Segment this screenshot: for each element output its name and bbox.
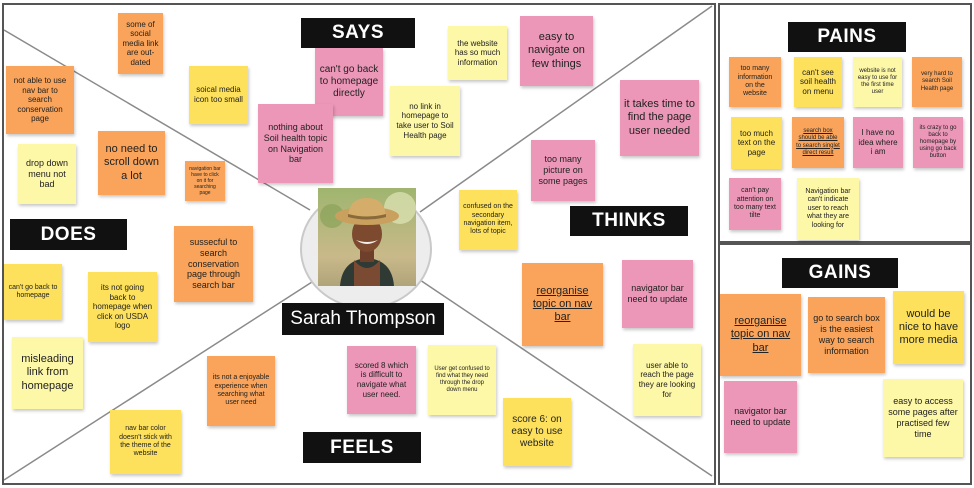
sticky-note-text: can't pay attention on too many text til… <box>733 187 777 220</box>
sticky-note-text: Navigation bar can't indicate user to re… <box>805 188 851 229</box>
sticky-note-reorganise-topic-thinks[interactable]: reorganise topic on nav bar <box>522 263 603 346</box>
sticky-note-gain-more-media[interactable]: would be nice to have more media <box>893 291 964 364</box>
sticky-note-takes-time-find[interactable]: it takes time to find the page user need… <box>620 80 699 156</box>
sticky-note-text: sussecful to search conservation page th… <box>186 237 241 291</box>
sticky-note-text: search box should be able to search sing… <box>796 128 840 156</box>
sticky-note-nothing-soil-health[interactable]: nothing about Soil health topic on Navig… <box>258 104 333 183</box>
sticky-note-pain-crazy-go-back[interactable]: its crazy to go back to homepage by usin… <box>913 117 963 168</box>
sticky-note-score-6[interactable]: score 6: on easy to use website <box>503 398 571 466</box>
sticky-note-confused-drop-down[interactable]: User get confused to find what they need… <box>428 345 496 415</box>
sticky-note-text: I have no idea where i am <box>858 128 898 157</box>
sticky-note-text: no link in homepage to take user to Soil… <box>396 101 454 140</box>
sticky-note-pain-hard-search-soil[interactable]: very hard to search Soil Health page <box>912 57 962 107</box>
sticky-note-website-much-info[interactable]: the website has so much information <box>448 26 507 80</box>
sticky-note-text: misleading link from homepage <box>21 353 74 392</box>
sticky-note-not-enjoyable[interactable]: its not a enjoyable experience when sear… <box>207 356 275 426</box>
sticky-note-pain-not-easy-first-time[interactable]: website is not easy to use for the first… <box>853 57 902 107</box>
sticky-note-confused-secondary-nav[interactable]: confused on the secondary navigation ite… <box>459 190 517 250</box>
sticky-note-pain-nav-bar-cant-indicate[interactable]: Navigation bar can't indicate user to re… <box>797 178 859 240</box>
sticky-note-text: its not going back to homepage when clic… <box>92 283 153 331</box>
sticky-note-text: easy to access some pages after practise… <box>888 396 958 439</box>
sticky-note-text: the website has so much information <box>454 38 501 67</box>
sticky-note-text: too many picture on some pages <box>538 154 588 186</box>
sticky-note-pain-search-box-singlet[interactable]: search box should be able to search sing… <box>792 117 844 168</box>
sticky-note-social-icon-small[interactable]: soical media icon too small <box>189 66 248 124</box>
sticky-note-pain-too-much-info[interactable]: too many information on the website <box>729 57 781 107</box>
sticky-note-no-link-homepage[interactable]: no link in homepage to take user to Soil… <box>390 86 460 156</box>
sticky-note-text: its not a enjoyable experience when sear… <box>212 374 270 407</box>
section-label-gains: GAINS <box>782 258 898 288</box>
sticky-note-nav-bar-color[interactable]: nav bar color doesn't stick with the the… <box>110 410 181 474</box>
sticky-note-text: User get confused to find what they need… <box>434 365 490 394</box>
sticky-note-pain-no-idea[interactable]: I have no idea where i am <box>853 117 903 168</box>
sticky-note-text: go to search box is the easiest way to s… <box>813 313 880 356</box>
sticky-note-text: would be nice to have more media <box>898 307 959 347</box>
persona-photo <box>318 188 416 286</box>
sticky-note-text: no need to scroll down a lot <box>103 143 160 182</box>
sticky-note-gain-navigator-update[interactable]: navigator bar need to update <box>724 381 797 453</box>
sticky-note-no-need-scroll[interactable]: no need to scroll down a lot <box>98 131 165 195</box>
sticky-note-text: nothing about Soil health topic on Navig… <box>263 121 328 165</box>
sticky-note-text: confused on the secondary navigation ite… <box>463 203 513 236</box>
sticky-note-text: reorganise topic on nav bar <box>532 284 593 324</box>
sticky-note-social-media-outdated[interactable]: some of social media link are out-dated <box>118 13 163 74</box>
sticky-note-user-able-reach[interactable]: user able to reach the page they are loo… <box>633 344 701 416</box>
sticky-note-misleading-link[interactable]: misleading link from homepage <box>12 337 83 409</box>
sticky-note-easy-navigate-few[interactable]: easy to navigate on few things <box>520 16 593 86</box>
sticky-note-text: too much text on the page <box>737 128 776 157</box>
sticky-note-too-many-picture[interactable]: too many picture on some pages <box>531 140 595 201</box>
sticky-note-pain-cant-see-soil[interactable]: can't see soil health on menu <box>794 57 842 107</box>
sticky-note-text: some of social media link are out-dated <box>122 19 159 67</box>
sticky-note-text: easy to navigate on few things <box>528 31 585 70</box>
sticky-note-drop-down-not-bad[interactable]: drop down menu not bad <box>18 144 76 204</box>
sticky-note-pain-too-much-text[interactable]: too much text on the page <box>731 117 782 169</box>
divider-line-bottom-right <box>419 279 713 477</box>
sticky-note-gain-search-box-easiest[interactable]: go to search box is the easiest way to s… <box>808 297 885 373</box>
gains-frame <box>718 243 972 485</box>
sticky-note-text: score 6: on easy to use website <box>511 414 563 449</box>
sticky-note-successful-search-bar[interactable]: sussecful to search conservation page th… <box>174 226 253 302</box>
sticky-note-pain-cant-pay-attention[interactable]: can't pay attention on too many text til… <box>729 178 781 230</box>
sticky-note-text: website is not easy to use for the first… <box>857 67 898 96</box>
section-label-says: SAYS <box>301 18 415 48</box>
sticky-note-text: too many information on the website <box>737 65 773 98</box>
sticky-note-text: nav bar color doesn't stick with the the… <box>119 425 172 458</box>
persona-name-label: Sarah Thompson <box>282 303 444 335</box>
sticky-note-text: scored 8 which is difficult to navigate … <box>354 360 409 399</box>
sticky-note-text: very hard to search Soil Health page <box>920 71 954 92</box>
sticky-note-text: navigator bar need to update <box>627 283 688 304</box>
sticky-note-scored-8[interactable]: scored 8 which is difficult to navigate … <box>347 346 416 414</box>
sticky-note-gain-easy-access-practised[interactable]: easy to access some pages after practise… <box>883 379 963 457</box>
divider-line-bottom-left <box>3 281 313 481</box>
pains-frame <box>718 3 972 243</box>
sticky-note-gain-reorganise-topic[interactable]: reorganise topic on nav bar <box>720 294 801 376</box>
sticky-note-cant-go-back[interactable]: can't go back to homepage <box>4 264 62 320</box>
sticky-note-text: not able to use nav bar to search conser… <box>13 76 67 124</box>
sticky-note-not-going-back-usda[interactable]: its not going back to homepage when clic… <box>88 272 157 342</box>
sticky-note-text: reorganise topic on nav bar <box>730 315 791 354</box>
section-label-pains: PAINS <box>788 22 906 52</box>
sticky-note-nav-bar-click-search[interactable]: navigation bar have to click on it for s… <box>185 161 225 201</box>
sticky-note-text: soical media icon too small <box>194 85 243 104</box>
section-label-feels: FEELS <box>303 432 421 463</box>
sticky-note-text: can't go back to homepage <box>8 283 58 299</box>
sticky-note-nav-bar-search[interactable]: not able to use nav bar to search conser… <box>6 66 74 134</box>
sticky-note-text: drop down menu not bad <box>25 157 69 190</box>
main-quadrant-frame <box>2 3 716 485</box>
sticky-note-text: can't go back to homepage directly <box>319 64 379 99</box>
sticky-note-text: navigation bar have to click on it for s… <box>189 166 221 196</box>
sticky-note-navigator-bar-update-thinks[interactable]: navigator bar need to update <box>622 260 693 328</box>
sticky-note-text: navigator bar need to update <box>730 406 791 427</box>
sticky-note-text: can't see soil health on menu <box>799 67 837 96</box>
divider-line-top-right <box>419 5 713 213</box>
sticky-note-text: its crazy to go back to homepage by usin… <box>919 124 957 160</box>
sticky-note-text: it takes time to find the page user need… <box>624 98 695 137</box>
section-label-does: DOES <box>10 219 127 250</box>
section-label-thinks: THINKS <box>570 206 688 236</box>
sticky-note-text: user able to reach the page they are loo… <box>638 360 696 399</box>
